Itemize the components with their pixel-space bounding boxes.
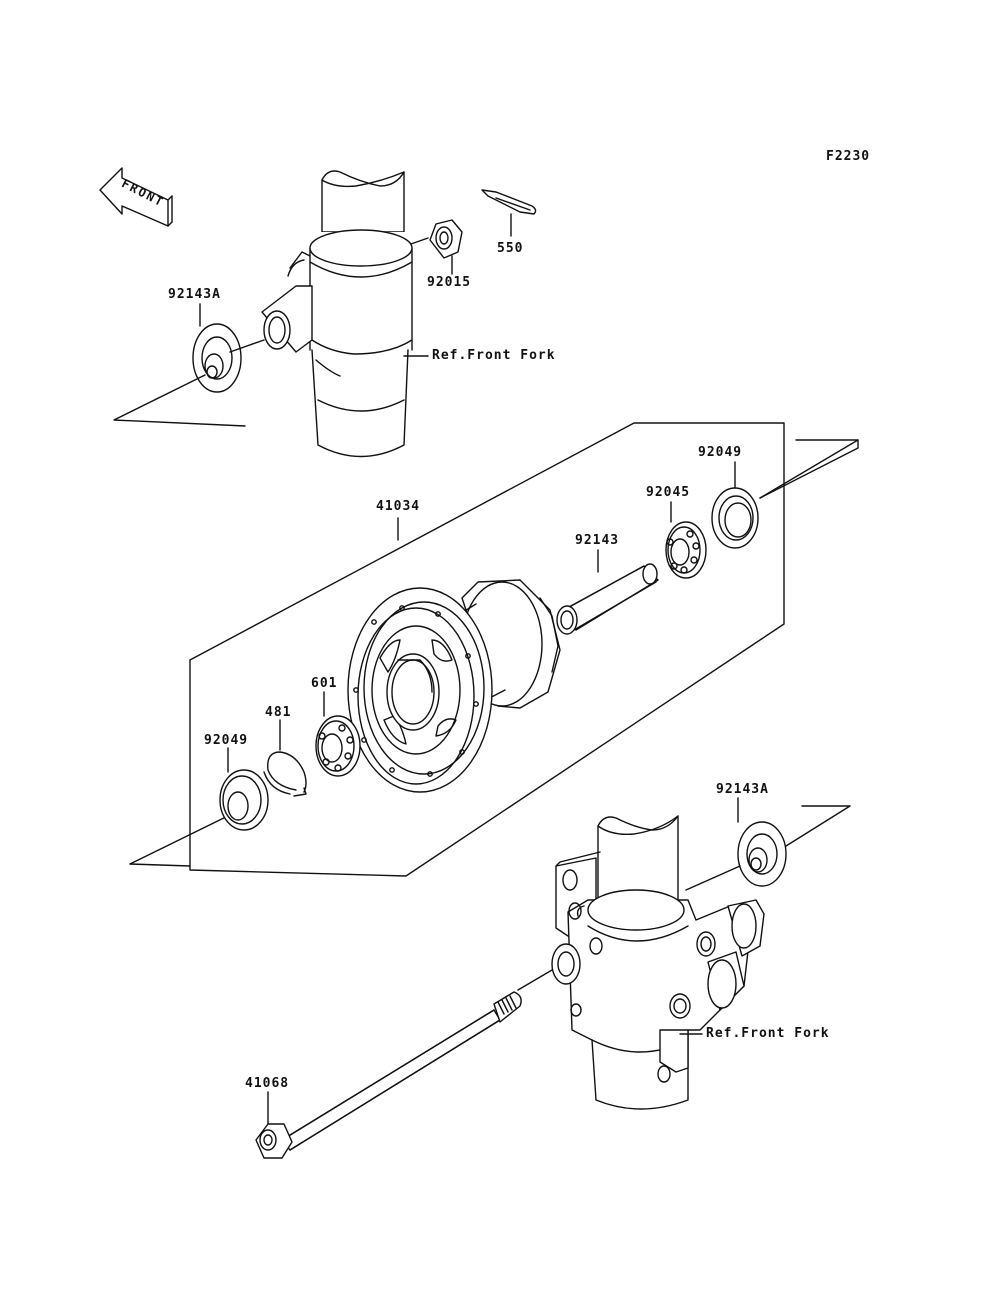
seal-92049-left [220,770,268,830]
part-label-92143A-top: 92143A [168,287,221,302]
part-label-92015: 92015 [427,275,472,290]
part-label-481: 481 [265,705,292,720]
front-fork-bottom [552,816,764,1109]
circlip-481 [264,752,306,796]
bearing-92045 [666,522,706,578]
axis-line-top [114,238,428,426]
axis-line-hub [130,440,858,866]
part-label-550: 550 [497,241,524,256]
hub-assembly-box [190,423,784,876]
figure-code: F2230 [826,149,871,164]
seal-92049-right [712,488,758,548]
cotter-pin-550 [482,190,536,214]
hub-41034 [348,580,560,792]
part-label-92045: 92045 [646,485,691,500]
part-label-41068: 41068 [245,1076,290,1091]
leader-lines [200,214,738,1124]
part-label-92049-left: 92049 [204,733,249,748]
ref-front-fork-bottom: Ref.Front Fork [706,1026,830,1041]
bearing-601 [316,716,360,776]
part-label-41034: 41034 [376,499,421,514]
axle-41068 [256,992,521,1158]
part-label-92049-right: 92049 [698,445,743,460]
collar-92143A-bottom [738,822,786,886]
ref-front-fork-top: Ref.Front Fork [432,348,556,363]
front-fork-top [262,171,412,457]
part-label-601: 601 [311,676,338,691]
front-arrow-icon [100,168,172,226]
axis-line-bottom [518,806,850,990]
collar-92143A-top [193,324,241,392]
spacer-92143 [557,564,658,634]
nut-92015 [430,220,462,258]
part-label-92143: 92143 [575,533,620,548]
part-label-92143A-bottom: 92143A [716,782,769,797]
